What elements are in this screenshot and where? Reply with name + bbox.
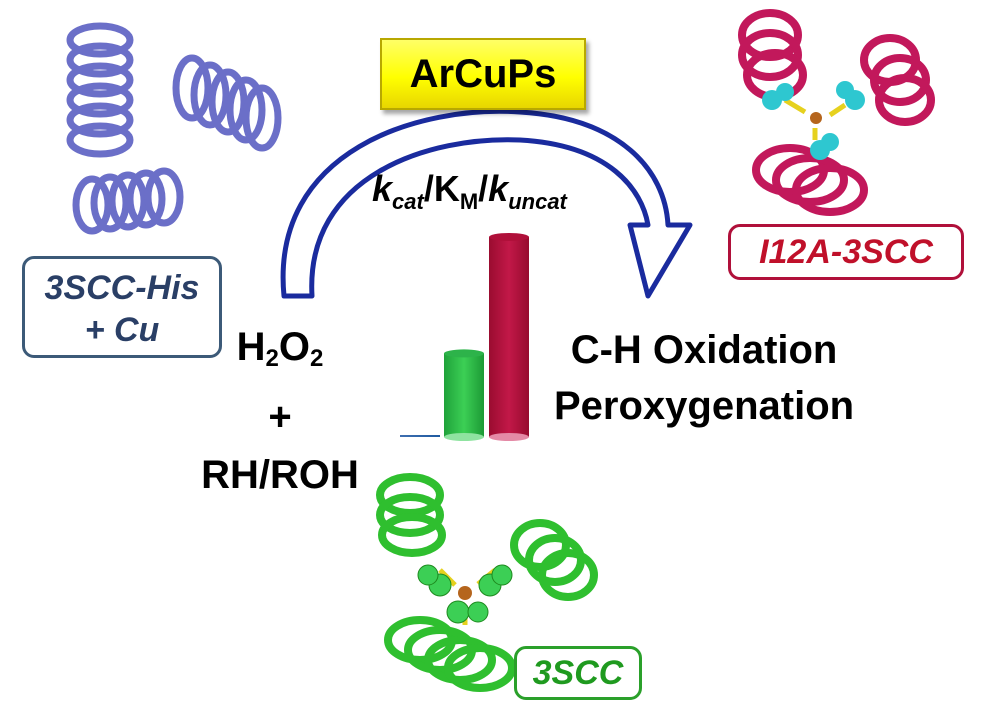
label-i12a-3scc: I12A-3SCC (728, 224, 964, 280)
arcups-title: ArCuPs (409, 51, 557, 96)
three-scc-his-helices (66, 22, 282, 235)
o-symbol: O (278, 325, 310, 369)
arcups-title-box: ArCuPs (380, 38, 586, 110)
ratio-k2: k (488, 168, 509, 209)
products: C-H Oxidation Peroxygenation (554, 322, 854, 434)
reactant-substrate: RH/ROH (201, 453, 359, 497)
label-3scc-his-cu: 3SCC-His + Cu (22, 256, 222, 358)
label-3scc-his-line2: + Cu (84, 311, 160, 349)
ratio-slash: / (478, 168, 489, 209)
bar-3 (489, 233, 529, 441)
ratio-cat: cat (392, 189, 424, 214)
reactant-plus: + (268, 395, 292, 439)
ratio-m: M (459, 189, 479, 214)
label-3scc-his-line1: 3SCC-His (44, 269, 200, 307)
ratio-k: k (372, 168, 393, 209)
ratio-km: /K (423, 168, 460, 209)
reactants: H2O2 + RH/ROH (190, 318, 370, 504)
bar-2 (444, 349, 484, 441)
label-i12a-3scc-text: I12A-3SCC (759, 233, 933, 271)
o-subscript: 2 (310, 345, 324, 372)
reactant-h2o2: H2O2 (190, 318, 370, 388)
label-3scc-text: 3SCC (532, 654, 624, 692)
rate-enhancement-bars (400, 233, 529, 441)
three-scc-helices (376, 473, 598, 692)
product-line1: C-H Oxidation (570, 328, 838, 372)
reaction-arrow (280, 108, 693, 299)
i12a-3scc-helices (738, 9, 935, 216)
label-3scc: 3SCC (514, 646, 642, 700)
ratio-uncat: uncat (508, 189, 567, 214)
bar-1 (400, 435, 440, 437)
h-subscript: 2 (265, 345, 279, 372)
rate-ratio-label: kcat/KM/kuncat (372, 168, 567, 215)
product-line2: Peroxygenation (554, 384, 855, 428)
h-symbol: H (236, 325, 266, 369)
